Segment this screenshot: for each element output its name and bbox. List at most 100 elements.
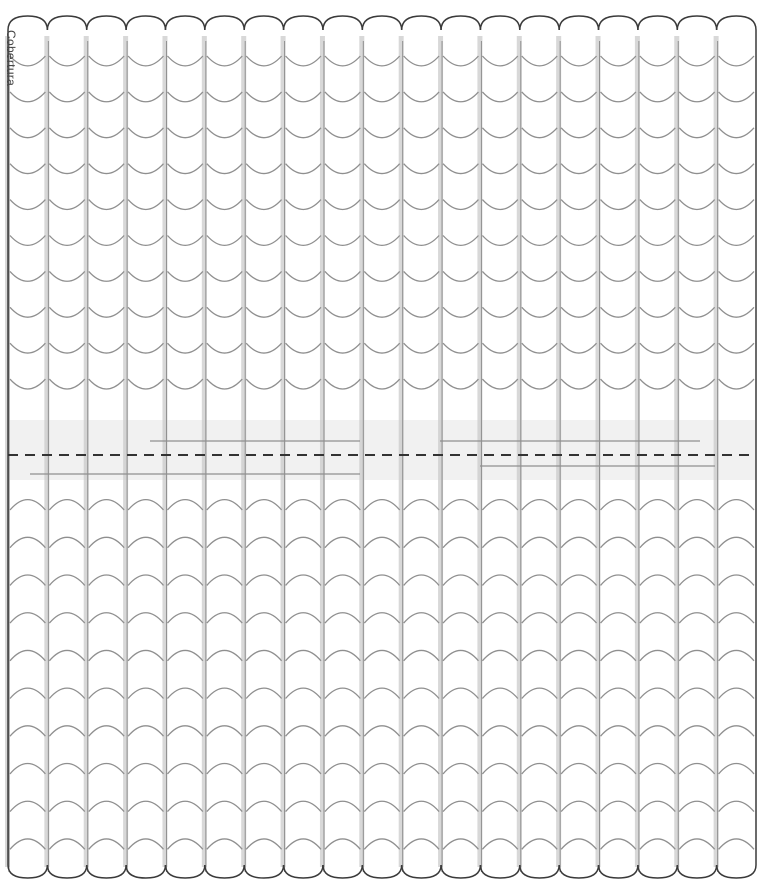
tile-edge-bottom	[127, 838, 164, 850]
tile-edge-top	[9, 378, 46, 390]
tile-edge-top	[442, 342, 479, 354]
tile-edge-bottom	[678, 800, 716, 813]
tile-edge-top	[442, 270, 479, 282]
tile-edge-top	[9, 199, 46, 211]
tile-edge-top	[88, 163, 125, 175]
tile-edge-bottom	[88, 649, 125, 662]
tile-stripe	[359, 36, 365, 867]
tile-edge-bottom	[9, 498, 46, 511]
top-scallop	[400, 15, 442, 31]
tile-edge-bottom	[442, 574, 479, 586]
tile-edge-top	[403, 127, 440, 139]
tile-edge-top	[600, 378, 637, 390]
tile-edge-bottom	[363, 838, 401, 850]
tile-edge-top	[324, 235, 361, 247]
tile-edge-bottom	[245, 687, 283, 699]
tile-edge-top	[324, 199, 361, 211]
tile-edge-bottom	[560, 498, 598, 511]
tile-edge-bottom	[521, 800, 558, 813]
tile-edge-bottom	[481, 762, 519, 775]
bottom-scallop	[715, 864, 757, 879]
tile-edge-top	[48, 91, 86, 103]
bottom-scallop	[479, 864, 521, 879]
tile-edge-bottom	[521, 725, 558, 737]
tile-edge-top	[88, 199, 125, 211]
tile-edge-bottom	[442, 498, 479, 511]
tile-edge-bottom	[324, 838, 361, 850]
tile-edge-bottom	[324, 536, 361, 549]
tile-stripe	[398, 36, 404, 867]
bottom-scallop	[440, 864, 482, 879]
tile-edge-bottom	[718, 574, 755, 586]
tile-edge-bottom	[363, 725, 401, 737]
tile-edge-top	[88, 55, 125, 67]
tile-edge-bottom	[166, 612, 204, 624]
tile-edge-top	[48, 199, 86, 211]
tile-edge-bottom	[481, 574, 519, 586]
tile-edge-top	[206, 163, 243, 175]
tile-edge-top	[245, 163, 283, 175]
tile-edge-bottom	[285, 725, 322, 737]
tile-edge-top	[9, 270, 46, 282]
tile-edge-bottom	[560, 574, 598, 586]
tile-edge-bottom	[442, 762, 479, 775]
tile-edge-bottom	[127, 612, 164, 624]
tile-edge-bottom	[403, 612, 440, 624]
tile-edge-bottom	[48, 574, 86, 586]
tile-edge-top	[127, 55, 164, 67]
tile-edge-top	[560, 378, 598, 390]
tile-edge-bottom	[600, 687, 637, 699]
tile-edge-bottom	[9, 838, 46, 850]
tile-edge-top	[600, 55, 637, 67]
tile-edge-top	[285, 306, 322, 318]
tile-edge-top	[403, 342, 440, 354]
tile-edge-top	[678, 342, 716, 354]
tile-edge-bottom	[285, 649, 322, 662]
tile-edge-bottom	[9, 762, 46, 775]
tile-edge-top	[206, 378, 243, 390]
tile-edge-bottom	[48, 725, 86, 737]
tile-edge-bottom	[403, 574, 440, 586]
tile-edge-bottom	[442, 536, 479, 549]
tile-edge-bottom	[442, 649, 479, 662]
tile-edge-top	[639, 342, 676, 354]
tile-edge-bottom	[285, 800, 322, 813]
tile-edge-top	[600, 270, 637, 282]
tile-edge-bottom	[166, 725, 204, 737]
tile-edge-bottom	[403, 762, 440, 775]
tile-edge-bottom	[285, 498, 322, 511]
tile-edge-bottom	[166, 574, 204, 586]
tile-edge-top	[481, 306, 519, 318]
tile-edge-bottom	[245, 838, 283, 850]
tile-edge-top	[127, 199, 164, 211]
tile-edge-top	[600, 342, 637, 354]
tile-edge-bottom	[639, 612, 676, 624]
tile-edge-top	[718, 306, 755, 318]
tile-edge-top	[245, 91, 283, 103]
tile-edge-bottom	[285, 536, 322, 549]
tile-edge-bottom	[481, 687, 519, 699]
tile-edge-top	[127, 235, 164, 247]
tile-edge-top	[127, 163, 164, 175]
tile-edge-bottom	[718, 800, 755, 813]
tile-edge-bottom	[9, 800, 46, 813]
tile-edge-top	[88, 235, 125, 247]
tile-edge-top	[363, 163, 401, 175]
tile-edge-bottom	[403, 498, 440, 511]
tile-edge-top	[718, 235, 755, 247]
tile-edge-top	[206, 270, 243, 282]
tile-stripe	[123, 36, 129, 867]
tile-edge-bottom	[403, 838, 440, 850]
tile-edge-bottom	[600, 649, 637, 662]
tile-edge-top	[88, 91, 125, 103]
tile-edge-top	[9, 91, 46, 103]
tile-edge-bottom	[521, 687, 558, 699]
tile-edge-bottom	[403, 649, 440, 662]
tile-edge-top	[639, 235, 676, 247]
tile-edge-bottom	[245, 649, 283, 662]
tile-edge-top	[560, 55, 598, 67]
tile-edge-bottom	[481, 498, 519, 511]
tile-edge-bottom	[560, 649, 598, 662]
tile-stripe	[83, 36, 89, 867]
tile-edge-top	[127, 270, 164, 282]
